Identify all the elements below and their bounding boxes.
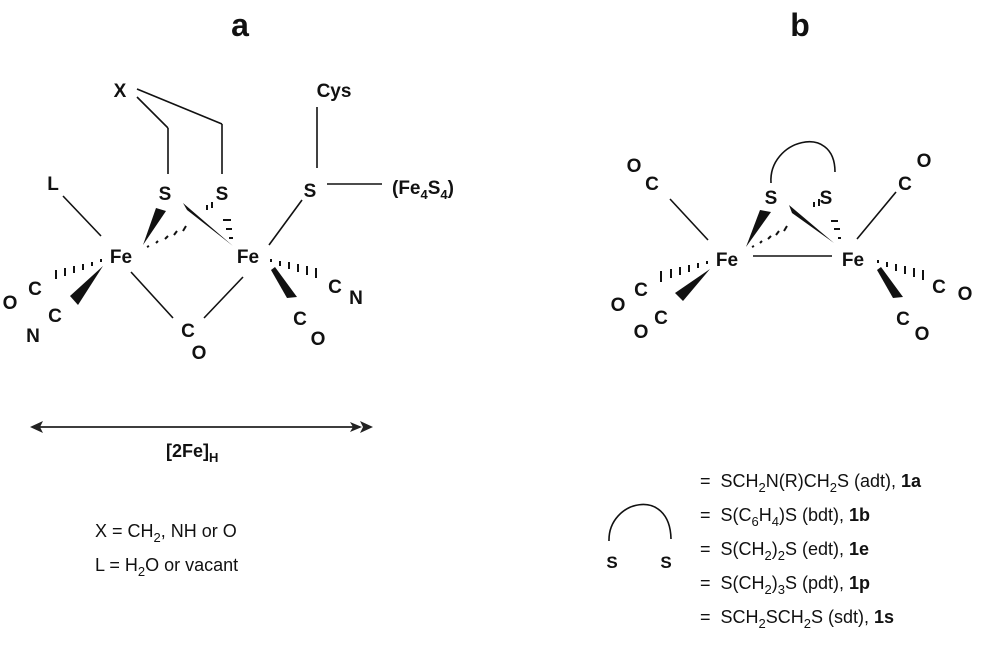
ligand-item: = S(C6H4)S (bdt), 1b bbox=[700, 505, 870, 529]
ligand-item: = S(CH2)2S (edt), 1e bbox=[700, 539, 869, 563]
bond-fe1-co-top bbox=[669, 198, 709, 241]
bond-l-fe1 bbox=[62, 195, 102, 237]
panel-a-title: a bbox=[231, 7, 249, 43]
atom-cn1-c: C bbox=[48, 306, 62, 327]
hash-fe2-co-mid bbox=[877, 260, 924, 280]
atom-oc2-o: O bbox=[611, 295, 626, 316]
hash-fe2-cn bbox=[270, 259, 317, 278]
hash-fe1-co-mid bbox=[660, 261, 708, 282]
label-2fe-h: [2Fe]H bbox=[166, 441, 218, 465]
legend-x-definition: X = CH2, NH or O bbox=[95, 521, 237, 545]
atom-cys: Cys bbox=[317, 81, 352, 102]
bond-fe1-co-bridge bbox=[130, 271, 174, 319]
atom-oc1-c: C bbox=[645, 174, 659, 195]
wedge-s1-fe1 bbox=[746, 210, 771, 247]
bond-fe2-co-top bbox=[856, 191, 897, 240]
panel-a: a bbox=[3, 7, 454, 579]
arrow-right-head bbox=[360, 421, 373, 433]
hash-fe1-s2 bbox=[751, 225, 788, 248]
atom-co5-c: C bbox=[932, 277, 946, 298]
atom-s3: S bbox=[304, 181, 317, 202]
legend-l-definition: L = H2O or vacant bbox=[95, 555, 238, 579]
atom-co5-o: O bbox=[958, 284, 973, 305]
atom-cn1-n: N bbox=[26, 326, 40, 347]
hash-fe1-co bbox=[55, 259, 102, 279]
ligand-item: = SCH2SCH2S (sdt), 1s bbox=[700, 607, 894, 631]
atom-co2-o: O bbox=[311, 329, 326, 350]
ligand-item: = S(CH2)3S (pdt), 1p bbox=[700, 573, 870, 597]
wedge-s1-fe2 bbox=[789, 205, 834, 243]
atom-s1: S bbox=[159, 184, 172, 205]
atom-cn2-c: C bbox=[328, 277, 342, 298]
hash-fe2-s2 bbox=[813, 199, 841, 239]
atom-fe2: Fe bbox=[842, 250, 864, 271]
panel-b: b bbox=[606, 7, 972, 631]
wedge-fe1-cn bbox=[70, 266, 103, 305]
atom-co1-c: C bbox=[28, 279, 42, 300]
wedge-fe2-co-bottom bbox=[877, 267, 903, 298]
wedge-fe1-co-bottom bbox=[675, 269, 710, 301]
atom-oc1-o: O bbox=[627, 156, 642, 177]
wedge-fe2-co bbox=[271, 267, 297, 298]
bond-x-ch2-left bbox=[136, 96, 169, 129]
bond-x-ch2-right bbox=[136, 88, 223, 125]
atom-oc3-c: C bbox=[654, 308, 668, 329]
atom-fe4s4: (Fe4S4) bbox=[392, 178, 454, 202]
atom-s2: S bbox=[216, 184, 229, 205]
atom-l: L bbox=[47, 174, 59, 195]
atom-x: X bbox=[114, 81, 127, 102]
ligand-list: = SCH2N(R)CH2S (adt), 1a = S(C6H4)S (bdt)… bbox=[700, 471, 922, 631]
wedge-s1-fe2 bbox=[183, 203, 233, 246]
atom-s2: S bbox=[820, 188, 833, 209]
atom-oc2-c: C bbox=[634, 280, 648, 301]
hash-fe1-s2 bbox=[146, 225, 187, 248]
atom-oc3-o: O bbox=[634, 322, 649, 343]
atom-fe1: Fe bbox=[716, 250, 738, 271]
atom-co4-o: O bbox=[917, 151, 932, 172]
atom-co4-c: C bbox=[898, 174, 912, 195]
atom-co6-c: C bbox=[896, 309, 910, 330]
atom-cobr-c: C bbox=[181, 321, 195, 342]
arrow-left-head bbox=[30, 421, 43, 433]
ligand-item: = SCH2N(R)CH2S (adt), 1a bbox=[700, 471, 922, 495]
key-atom-s-left: S bbox=[606, 553, 617, 572]
bond-s-fe2 bbox=[268, 199, 303, 246]
atom-cn2-n: N bbox=[349, 288, 363, 309]
atom-fe1: Fe bbox=[110, 247, 132, 268]
bond-fe2-co-bridge bbox=[203, 276, 244, 319]
wedge-s1-fe1 bbox=[143, 208, 166, 245]
key-dithiolate-arc bbox=[608, 503, 672, 542]
atom-co6-o: O bbox=[915, 324, 930, 345]
atom-co2-c: C bbox=[293, 309, 307, 330]
atom-s1: S bbox=[765, 188, 778, 209]
key-atom-s-right: S bbox=[660, 553, 671, 572]
atom-fe2: Fe bbox=[237, 247, 259, 268]
atom-cobr-o: O bbox=[192, 343, 207, 364]
panel-b-title: b bbox=[790, 7, 810, 43]
dithiolate-arc bbox=[770, 141, 836, 184]
hash-fe2-s2 bbox=[206, 202, 233, 239]
atom-co1-o: O bbox=[3, 293, 18, 314]
